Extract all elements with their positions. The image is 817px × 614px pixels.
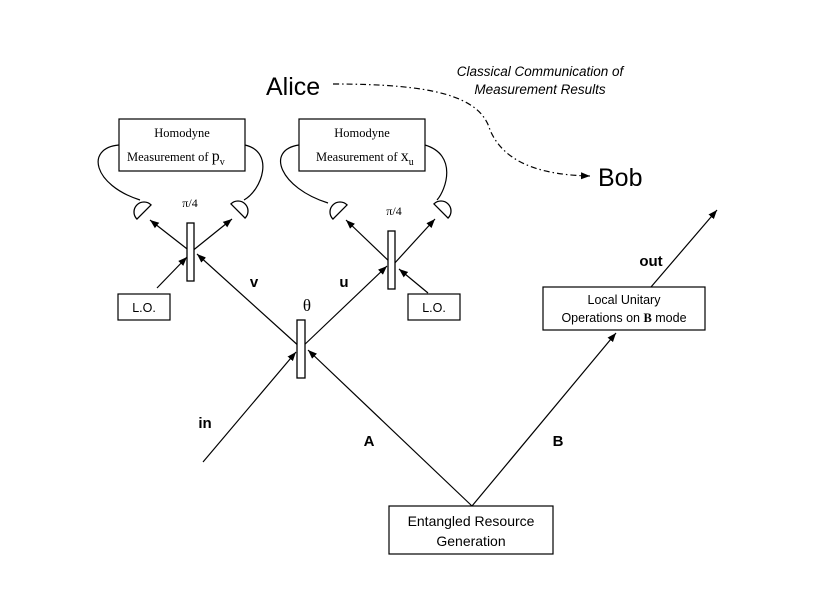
bs-center-angle-label: θ bbox=[303, 296, 311, 315]
homodyne-left-title: Homodyne bbox=[154, 126, 210, 140]
classical-communication-arrow bbox=[332, 83, 591, 180]
local-unitary-line1: Local Unitary bbox=[588, 293, 662, 307]
mode-a-label: A bbox=[364, 433, 375, 450]
mode-v-label: v bbox=[250, 274, 259, 291]
homodyne-right-title: Homodyne bbox=[334, 126, 390, 140]
lo-right-label: L.O. bbox=[422, 301, 446, 315]
lo-left-label: L.O. bbox=[132, 301, 156, 315]
lo-beam-right bbox=[398, 268, 429, 294]
homodyne-left-symbol: p bbox=[212, 148, 220, 165]
local-unitary-suffix: mode bbox=[652, 311, 687, 325]
beam-right-to-detector-2 bbox=[392, 218, 436, 266]
output-mode-beam bbox=[650, 209, 718, 288]
beam-right-to-detector-1 bbox=[345, 219, 394, 266]
mode-a-beam bbox=[307, 349, 473, 507]
cable-right-detector-left bbox=[280, 144, 329, 204]
local-unitary-mode: B bbox=[643, 311, 651, 325]
homodyne-right-measurement: Measurement of xu bbox=[316, 148, 414, 168]
homodyne-right-prefix: Measurement of bbox=[316, 150, 401, 164]
bs-left-angle-label: π/4 bbox=[182, 196, 197, 210]
lo-box-right bbox=[407, 293, 461, 321]
beam-splitter-right bbox=[387, 230, 396, 290]
photodetector-left-2 bbox=[230, 200, 249, 219]
mode-u-beam bbox=[300, 265, 388, 349]
homodyne-box-right bbox=[298, 118, 426, 172]
alice-label: Alice bbox=[266, 73, 320, 101]
local-unitary-line2: Operations on B mode bbox=[561, 311, 686, 325]
bs-right-angle-label: π/4 bbox=[386, 204, 401, 218]
homodyne-right-symbol: x bbox=[401, 148, 409, 165]
entangled-line2: Generation bbox=[436, 533, 505, 549]
local-unitary-prefix: Operations on bbox=[561, 311, 643, 325]
mode-b-label: B bbox=[553, 433, 564, 450]
mode-v-beam bbox=[196, 253, 302, 349]
classical-comm-label-line1: Classical Communication of bbox=[457, 64, 625, 79]
mode-u-label: u bbox=[339, 274, 348, 291]
photodetector-right-1 bbox=[329, 201, 348, 220]
beam-left-to-detector-1 bbox=[149, 219, 192, 253]
beam-splitter-center bbox=[296, 319, 306, 379]
local-unitary-box bbox=[542, 286, 706, 331]
bob-label: Bob bbox=[598, 164, 642, 192]
homodyne-left-subscript: v bbox=[220, 157, 225, 168]
homodyne-right-subscript: u bbox=[409, 157, 414, 168]
photodetector-left-1 bbox=[133, 201, 152, 220]
cable-left-detector-left bbox=[97, 144, 141, 201]
homodyne-left-measurement: Measurement of pv bbox=[127, 148, 225, 168]
entangled-resource-box bbox=[388, 505, 554, 555]
photodetector-right-2 bbox=[433, 200, 452, 219]
cable-left-detector-right bbox=[243, 144, 264, 201]
mode-b-beam bbox=[471, 332, 617, 507]
homodyne-left-prefix: Measurement of bbox=[127, 150, 212, 164]
input-mode-beam bbox=[202, 351, 297, 463]
cable-right-detector-right bbox=[424, 144, 448, 201]
mode-out-label: out bbox=[639, 253, 662, 270]
beam-left-to-detector-2 bbox=[190, 218, 233, 253]
beam-splitter-left bbox=[186, 222, 195, 282]
entangled-line1: Entangled Resource bbox=[408, 513, 535, 529]
classical-comm-label-line2: Measurement Results bbox=[474, 82, 606, 97]
mode-in-label: in bbox=[198, 415, 211, 432]
homodyne-box-left bbox=[118, 118, 246, 172]
lo-box-left bbox=[117, 293, 171, 321]
lo-beam-left bbox=[156, 256, 188, 289]
